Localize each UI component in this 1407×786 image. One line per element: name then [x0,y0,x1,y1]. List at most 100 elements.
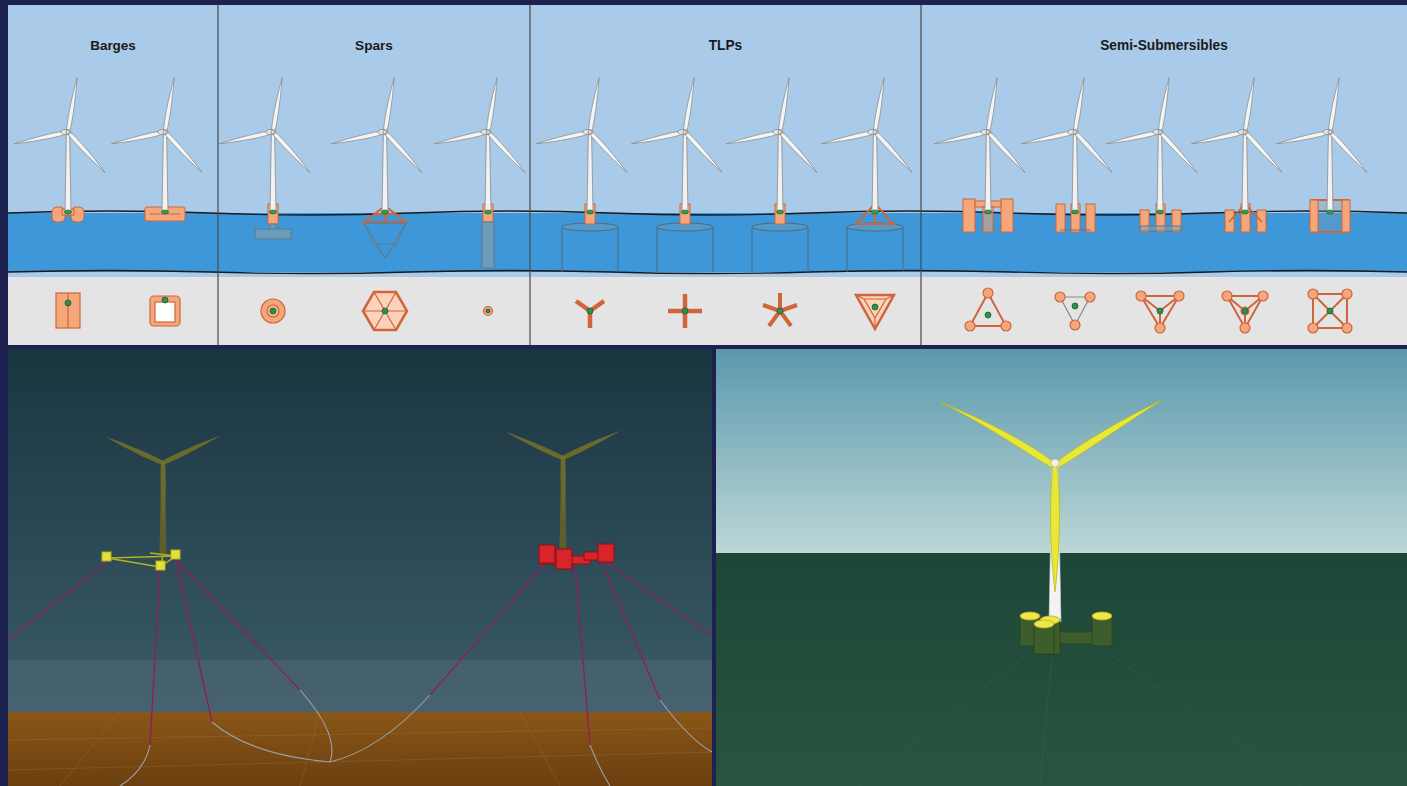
turbine-icons-part [1021,77,1114,214]
substructure-plan-views-part [856,295,894,329]
substructure-plan-views-part [1240,323,1250,333]
mooring-simulation-panel-part [120,690,712,786]
substructure-side-views-part [1140,226,1181,231]
substructure-plan-views-part [668,294,702,328]
mooring-simulation-panel-part-part [575,565,590,745]
turbine-icons [14,77,1369,214]
mooring-simulation-panel-part [8,660,712,712]
rendered-turbine-panel-part [1049,463,1061,622]
substructure-plan-views-part [856,295,894,329]
rendered-turbine-panel [716,349,1407,786]
mooring-simulation-panel-part-part [598,544,614,562]
column-band: TLPs [530,5,921,345]
tower-center-dots-part [382,308,388,314]
column-band: Barges [8,5,218,345]
substructure-plan-views-part [1070,320,1080,330]
substructure-side-views-part [364,223,406,258]
rendered-turbine-panel-part-part [1051,466,1060,592]
substructure-side-views-part-part [752,227,808,272]
substructure-plan-views-part [261,299,285,323]
rendered-turbine-panel-part [860,650,1300,786]
substructure-plan-views-part [484,307,493,316]
tower-center-dots-part [682,308,688,314]
turbine-icons-part [726,77,819,214]
substructure-plan-views-part [1241,307,1249,315]
substructure-side-views-part [482,222,494,268]
tower-center-dots-part [1242,308,1248,314]
substructure-plan-views-part [983,288,993,298]
substructure-side-views-part [1342,200,1350,232]
substructure-plan-views-part [67,293,68,328]
substructure-plan-views-part [155,302,175,322]
mooring-simulation-panel-part-part [156,561,165,570]
mooring-simulation-panel-part-part [212,722,330,762]
concept-panel [8,5,1407,345]
substructure-plan-views-part [1055,292,1065,302]
mooring-simulation-panel-part-part [176,560,212,722]
mooring-simulation-panel-part-part [590,745,610,786]
turbine-icons-part [219,77,312,214]
substructure-plan-views-part [1308,289,1318,299]
turbine-icons-part [821,77,914,214]
turbine-icons-part [1106,77,1199,214]
mooring-simulation-panel-part [504,428,622,551]
rendered-turbine-panel-part-part [1020,612,1040,620]
turbine-icons-part [434,77,527,214]
rendered-turbine-panel-part-part [1092,616,1112,646]
turbine-icons-part [631,77,724,214]
tower-center-dots-part [1327,308,1333,314]
rendered-turbine-panel-part [716,349,1407,553]
mooring-simulation-panel-part-part [330,695,430,762]
substructure-side-views-part [1086,204,1095,232]
turbine-icons-part [331,77,424,214]
substructure-side-views-part [1056,204,1065,232]
mooring-simulation-panel-part-part [8,562,107,640]
turbine-icons-part [14,77,107,214]
mooring-simulation-panel-part-part [120,745,150,786]
substructure-side-views-part [255,229,291,239]
substructure-plan-views-part [150,296,180,326]
column-band: Spars [218,5,530,345]
mooring-simulation-panel-part-part [150,570,160,745]
tower-center-dots-part [162,297,168,303]
mooring-simulation-panel-part-part [660,700,712,752]
mooring-simulation-panel-part-part [556,549,572,569]
mooring-simulation-panel-part [8,712,712,786]
mooring-simulation-panel-part [8,349,712,786]
tower-center-dots-part [777,308,783,314]
mooring-simulation-panel-part [539,544,614,569]
tower-center-dots [65,297,1333,318]
substructure-plan-views-part [363,292,407,330]
substructure-plan-views-part [1174,291,1184,301]
substructure-plan-views-part [1085,292,1095,302]
substructure-side-views-part-part [657,227,713,272]
substructure-plan-views-part [576,301,604,328]
turbine-icons-part [1276,77,1369,214]
substructure-side-views [52,199,1350,272]
column-heading: Barges [8,38,218,53]
turbine-icons-part [111,77,204,214]
tower-center-dots-part [486,309,490,313]
rendered-turbine-panel-part [1020,616,1112,654]
tower-center-dots-part [1157,308,1163,314]
substructure-side-views-part [1060,230,1091,231]
mooring-simulation-panel-part-part [171,550,180,559]
substructure-side-views-part [562,223,903,272]
concept-panel-part [529,5,530,345]
substructure-plan-views-part [1001,321,1011,331]
substructure-plan-views-part [965,321,975,331]
mooring-simulation-panel-part-part [539,545,555,563]
rendered-turbine-panel-part [716,553,1407,786]
column-heading: TLPs [530,38,921,53]
mooring-simulation-panel-part [8,712,712,786]
rendered-turbine-panel-part-part [1092,612,1112,620]
mooring-simulation-panel [8,349,712,786]
concept-panel-part [217,5,218,345]
column-band: Semi-Submersibles [921,5,1407,345]
tower-center-dots-part [65,300,71,306]
rendered-turbine-panel-part [940,400,1162,592]
rendered-turbine-panel-part-part [1055,400,1162,468]
substructure-plan-views-part [1308,323,1318,333]
